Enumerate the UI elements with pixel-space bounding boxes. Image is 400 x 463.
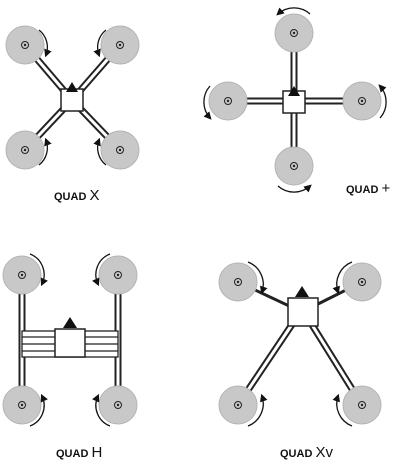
quad-h-frame (18, 275, 122, 405)
rotor-front-left (5, 25, 45, 65)
rotation-arrow-icon (93, 137, 107, 166)
rotation-arrow-icon (277, 184, 312, 193)
quad-xv-diagram: QUAD Xv (218, 261, 382, 461)
rotor-rear (274, 146, 314, 186)
rotation-arrow-icon (93, 29, 107, 58)
quad-xv-body (287, 297, 319, 327)
rotation-arrow-icon (203, 85, 212, 120)
rotor-rear-right (100, 130, 140, 170)
rotor-right (342, 81, 382, 121)
quad-plus-rotors (208, 13, 382, 186)
rotor-front-left (2, 255, 42, 295)
rotation-arrow-icon (276, 7, 311, 16)
quad-h-heading-icon (63, 317, 77, 328)
rotor-front-right (100, 25, 140, 65)
rotor-rear-right (342, 385, 382, 425)
quad-plus-diagram: QUAD + (203, 7, 390, 197)
quad-xv-heading-icon (295, 286, 309, 297)
rotor-rear-left (218, 385, 258, 425)
rotor-left (208, 81, 248, 121)
rotation-arrow-icon (29, 393, 48, 427)
quad-xv-rotors (218, 262, 382, 425)
quad-xv-rotation-arrows (247, 261, 353, 427)
quad-h-rotors (2, 255, 138, 425)
quad-x-diagram: QUAD X (5, 25, 140, 204)
quad-h-label: QUAD H (56, 444, 102, 461)
quad-x-rotation-arrows (38, 29, 107, 166)
quad-plus-label: QUAD + (346, 180, 390, 197)
rotation-arrow-icon (332, 261, 353, 295)
quad-xv-label: QUAD Xv (280, 444, 333, 461)
quad-x-frame (22, 42, 123, 153)
rotation-arrow-icon (378, 84, 387, 119)
rotor-front (274, 13, 314, 53)
rotation-arrow-icon (332, 393, 353, 427)
rotor-rear-right (98, 385, 138, 425)
rotation-arrow-icon (38, 137, 52, 166)
quad-h-rotation-arrows (29, 253, 111, 427)
quad-plus-heading-icon (288, 86, 300, 96)
quad-x-heading-icon (66, 82, 78, 92)
quad-h-body (54, 328, 86, 358)
rotor-front-right (98, 255, 138, 295)
rotation-arrow-icon (92, 253, 111, 287)
rotation-arrow-icon (29, 253, 48, 287)
rotation-arrow-icon (38, 29, 52, 58)
rotor-front-right (342, 262, 382, 302)
quad-h-diagram: QUAD H (2, 253, 138, 461)
rotor-rear-left (5, 130, 45, 170)
rotation-arrow-icon (247, 393, 268, 427)
quad-x-label: QUAD X (54, 187, 99, 204)
rotor-front-left (218, 262, 258, 302)
rotor-rear-left (2, 385, 42, 425)
quad-x-rotors (5, 25, 140, 170)
quad-x-body (60, 88, 84, 112)
quad-xv-frame (235, 280, 365, 407)
rotation-arrow-icon (92, 393, 111, 427)
rotation-arrow-icon (247, 261, 268, 295)
quad-plus-rotation-arrows (203, 7, 387, 193)
quad-plus-frame (228, 33, 362, 166)
